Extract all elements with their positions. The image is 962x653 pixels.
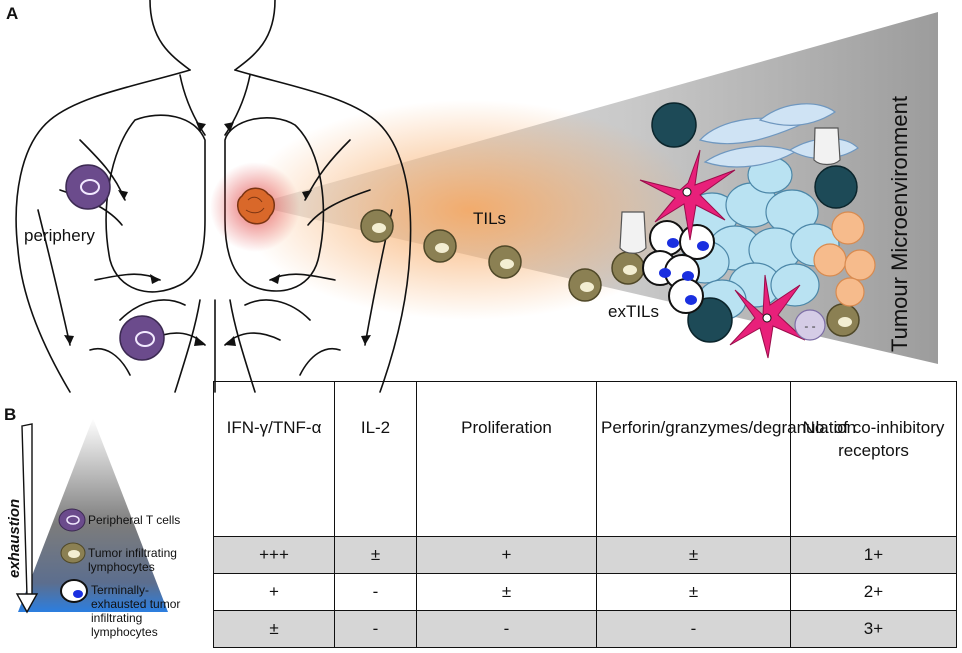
table-cell: - [334, 610, 417, 648]
dark-cells [651, 102, 858, 343]
legend-exhausted-icon [60, 579, 88, 603]
orange-cells [813, 211, 876, 307]
effector-function-table: IFN-γ/TNF-α IL-2 Proliferation Perforin/… [213, 381, 957, 648]
treg-cell: - - [794, 309, 826, 341]
tumour-microenvironment-label: Tumour Microenvironment [887, 96, 912, 352]
table-cell: - [596, 610, 791, 648]
exhaustion-triangle [18, 418, 168, 612]
cone-orange-glow [240, 100, 700, 320]
legend-til-label: Tumor infiltrating lymphocytes [88, 546, 177, 574]
table-cell: 1+ [790, 536, 957, 574]
table-cell: ± [596, 536, 791, 574]
table-cell: ± [213, 610, 335, 648]
exhaustion-label: exhaustion [6, 498, 23, 578]
table-cell: + [213, 573, 335, 611]
periphery-label: periphery [24, 226, 95, 245]
table-cell: 2+ [790, 573, 957, 611]
peripheral-t-cell [119, 315, 165, 361]
extils-label: exTILs [608, 302, 660, 321]
panel-label-b: B [4, 405, 17, 424]
header-il2: IL-2 [334, 381, 417, 537]
header-ifn-tnf: IFN-γ/TNF-α [213, 381, 335, 537]
legend-exhausted-label: Terminally-exhausted tumor infiltrating … [91, 583, 181, 639]
table-cell: ± [334, 536, 417, 574]
flow-arrows [64, 122, 371, 346]
legend-til-icon [60, 542, 86, 564]
table-cell: ± [596, 573, 791, 611]
exhausted-nuclei [659, 238, 709, 305]
header-coinhibitory: No. of co-inhibitory receptors [790, 381, 957, 537]
header-proliferation: Proliferation [416, 381, 597, 537]
legend-peripheral-label: Peripheral T cells [88, 513, 181, 527]
peripheral-t-cell [65, 164, 111, 210]
table-row-til: + - ± ± 2+ [213, 573, 957, 611]
header-perforin: Perforin/granzymes/degranulation [596, 381, 856, 537]
table-cell: +++ [213, 536, 335, 574]
table-cell: + [416, 536, 597, 574]
fibroblast-layer [698, 103, 859, 168]
table-row-peripheral: +++ ± + ± 1+ [213, 536, 957, 574]
macrophage-nuclei [682, 187, 772, 323]
exhaustion-arrow [15, 423, 39, 614]
table-cell: 3+ [790, 610, 957, 648]
table-header-row: IFN-γ/TNF-α IL-2 Proliferation Perforin/… [213, 381, 957, 537]
til-nuclei [372, 223, 852, 327]
svg-text:- -: - - [804, 319, 815, 333]
tumor-mass [237, 187, 275, 225]
tils-label: TILs [473, 209, 507, 228]
panel-label-a: A [6, 4, 19, 23]
grey-cups [619, 127, 841, 254]
table-row-exhausted: ± - - - 3+ [213, 610, 957, 648]
table-cell: - [334, 573, 417, 611]
legend-peripheral-icon [58, 508, 86, 532]
table-cell: - [416, 610, 597, 648]
table-cell: ± [416, 573, 597, 611]
